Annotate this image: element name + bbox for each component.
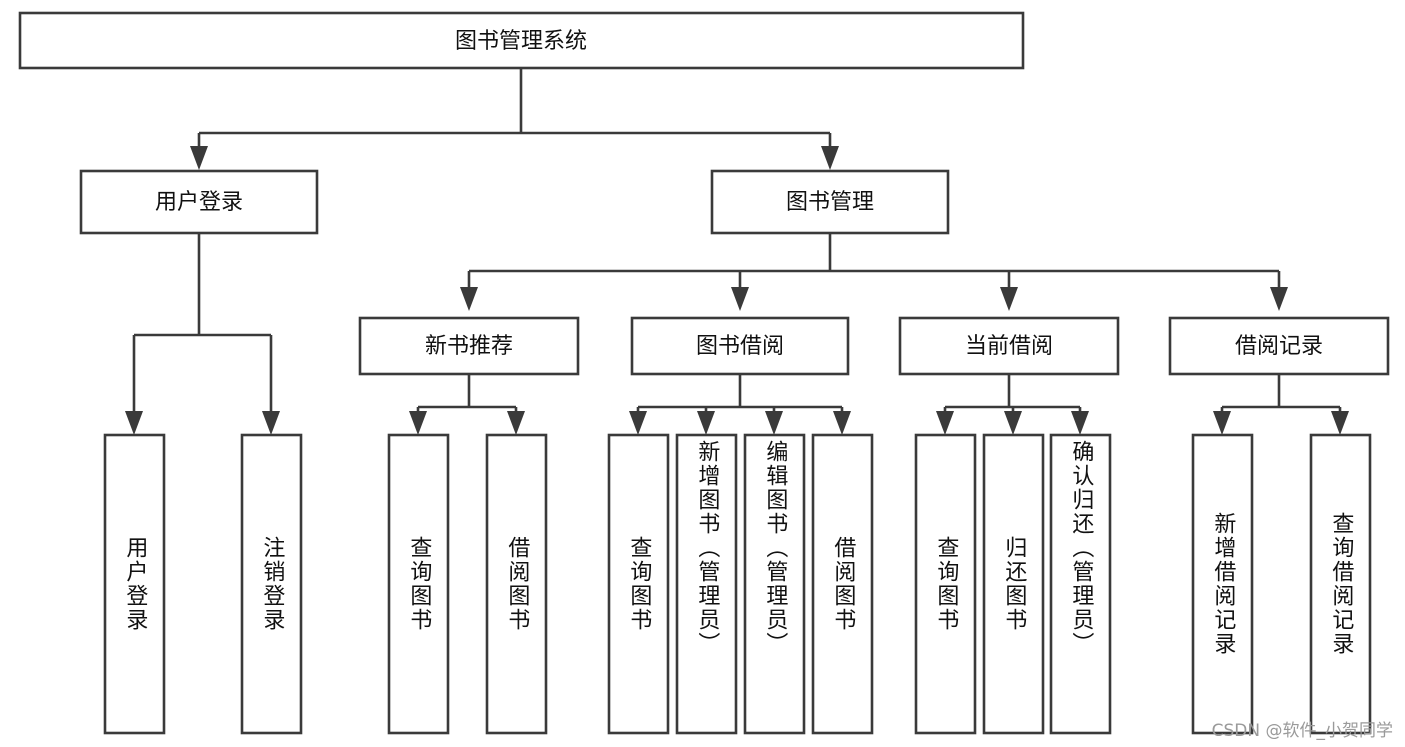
leaf-box-user-login-1[interactable] — [103, 433, 166, 735]
node-book-borrow[interactable]: 图书借阅 — [630, 316, 850, 376]
arrow-leaf-user-login-2 — [262, 411, 280, 435]
connector-borrow-record-to-leaves — [1213, 374, 1349, 435]
book-borrow-box-label: 图书借阅 — [696, 334, 784, 359]
arrow-leaf-new-book-2 — [507, 411, 525, 435]
connector-new-book-to-leaves — [409, 374, 525, 435]
node-user-login[interactable]: 用户登录 — [79, 169, 319, 235]
arrow-record — [1270, 287, 1288, 311]
arrow-leaf-borrow-record-2 — [1331, 411, 1349, 435]
arrow-leaf-current-borrow-1 — [936, 411, 954, 435]
node-book-management[interactable]: 图书管理 — [710, 169, 950, 235]
arrow-leaf-user-login-1 — [125, 411, 143, 435]
user-login-box-label: 用户登录 — [155, 190, 243, 215]
root-box-rect — [18, 11, 1025, 70]
leaf-box-current-borrow-2[interactable] — [982, 433, 1045, 735]
borrow-record-box-rect — [1168, 316, 1390, 376]
arrow-leaf-book-borrow-4 — [833, 411, 851, 435]
arrow-new-book — [460, 287, 478, 311]
arrow-leaf-new-book-1 — [409, 411, 427, 435]
arrow-current — [1000, 287, 1018, 311]
arrow-user-login — [190, 146, 208, 170]
connector-book-borrow-to-leaves — [629, 374, 851, 435]
leaf-box-book-borrow-4[interactable] — [811, 433, 874, 735]
csdn-watermark: CSDN @软件_小贺同学 — [1211, 721, 1393, 741]
arrow-leaf-book-borrow-1 — [629, 411, 647, 435]
leaf-box-new-book-1[interactable] — [387, 433, 450, 735]
root-box-label: 图书管理系统 — [455, 29, 587, 54]
arrow-book-mgmt — [821, 146, 839, 170]
leaf-box-borrow-record-1[interactable] — [1191, 433, 1254, 735]
node-borrow-record[interactable]: 借阅记录 — [1168, 316, 1390, 376]
arrow-leaf-book-borrow-3 — [765, 411, 783, 435]
arrow-leaf-current-borrow-2 — [1004, 411, 1022, 435]
current-borrow-box-rect — [898, 316, 1120, 376]
new-book-box-label: 新书推荐 — [425, 334, 513, 359]
arrow-borrow — [731, 287, 749, 311]
leaf-box-current-borrow-1[interactable] — [914, 433, 977, 735]
node-root[interactable]: 图书管理系统 — [18, 11, 1025, 70]
borrow-record-box-label: 借阅记录 — [1235, 334, 1323, 359]
leaf-box-current-borrow-3[interactable] — [1049, 433, 1112, 735]
book-management-box-rect — [710, 169, 950, 235]
node-current-borrow[interactable]: 当前借阅 — [898, 316, 1120, 376]
connector-user-login-to-leaves — [125, 233, 280, 435]
arrow-leaf-current-borrow-3 — [1071, 411, 1089, 435]
leaf-box-book-borrow-1[interactable] — [607, 433, 670, 735]
book-management-box-label: 图书管理 — [786, 190, 874, 215]
book-borrow-box-rect — [630, 316, 850, 376]
connector-book-mgmt-to-level3 — [460, 233, 1288, 311]
leaf-box-new-book-2[interactable] — [485, 433, 548, 735]
current-borrow-box-label: 当前借阅 — [965, 334, 1053, 359]
leaf-box-borrow-record-2[interactable] — [1309, 433, 1372, 735]
node-new-book-recommend[interactable]: 新书推荐 — [358, 316, 580, 376]
leaf-box-book-borrow-3[interactable] — [743, 433, 806, 735]
leaf-box-book-borrow-2[interactable] — [675, 433, 738, 735]
arrow-leaf-book-borrow-2 — [697, 411, 715, 435]
connector-root-to-level2 — [190, 68, 839, 170]
connector-current-borrow-to-leaves — [936, 374, 1089, 435]
leaf-box-user-login-2[interactable] — [240, 433, 303, 735]
arrow-leaf-borrow-record-1 — [1213, 411, 1231, 435]
new-book-box-rect — [358, 316, 580, 376]
